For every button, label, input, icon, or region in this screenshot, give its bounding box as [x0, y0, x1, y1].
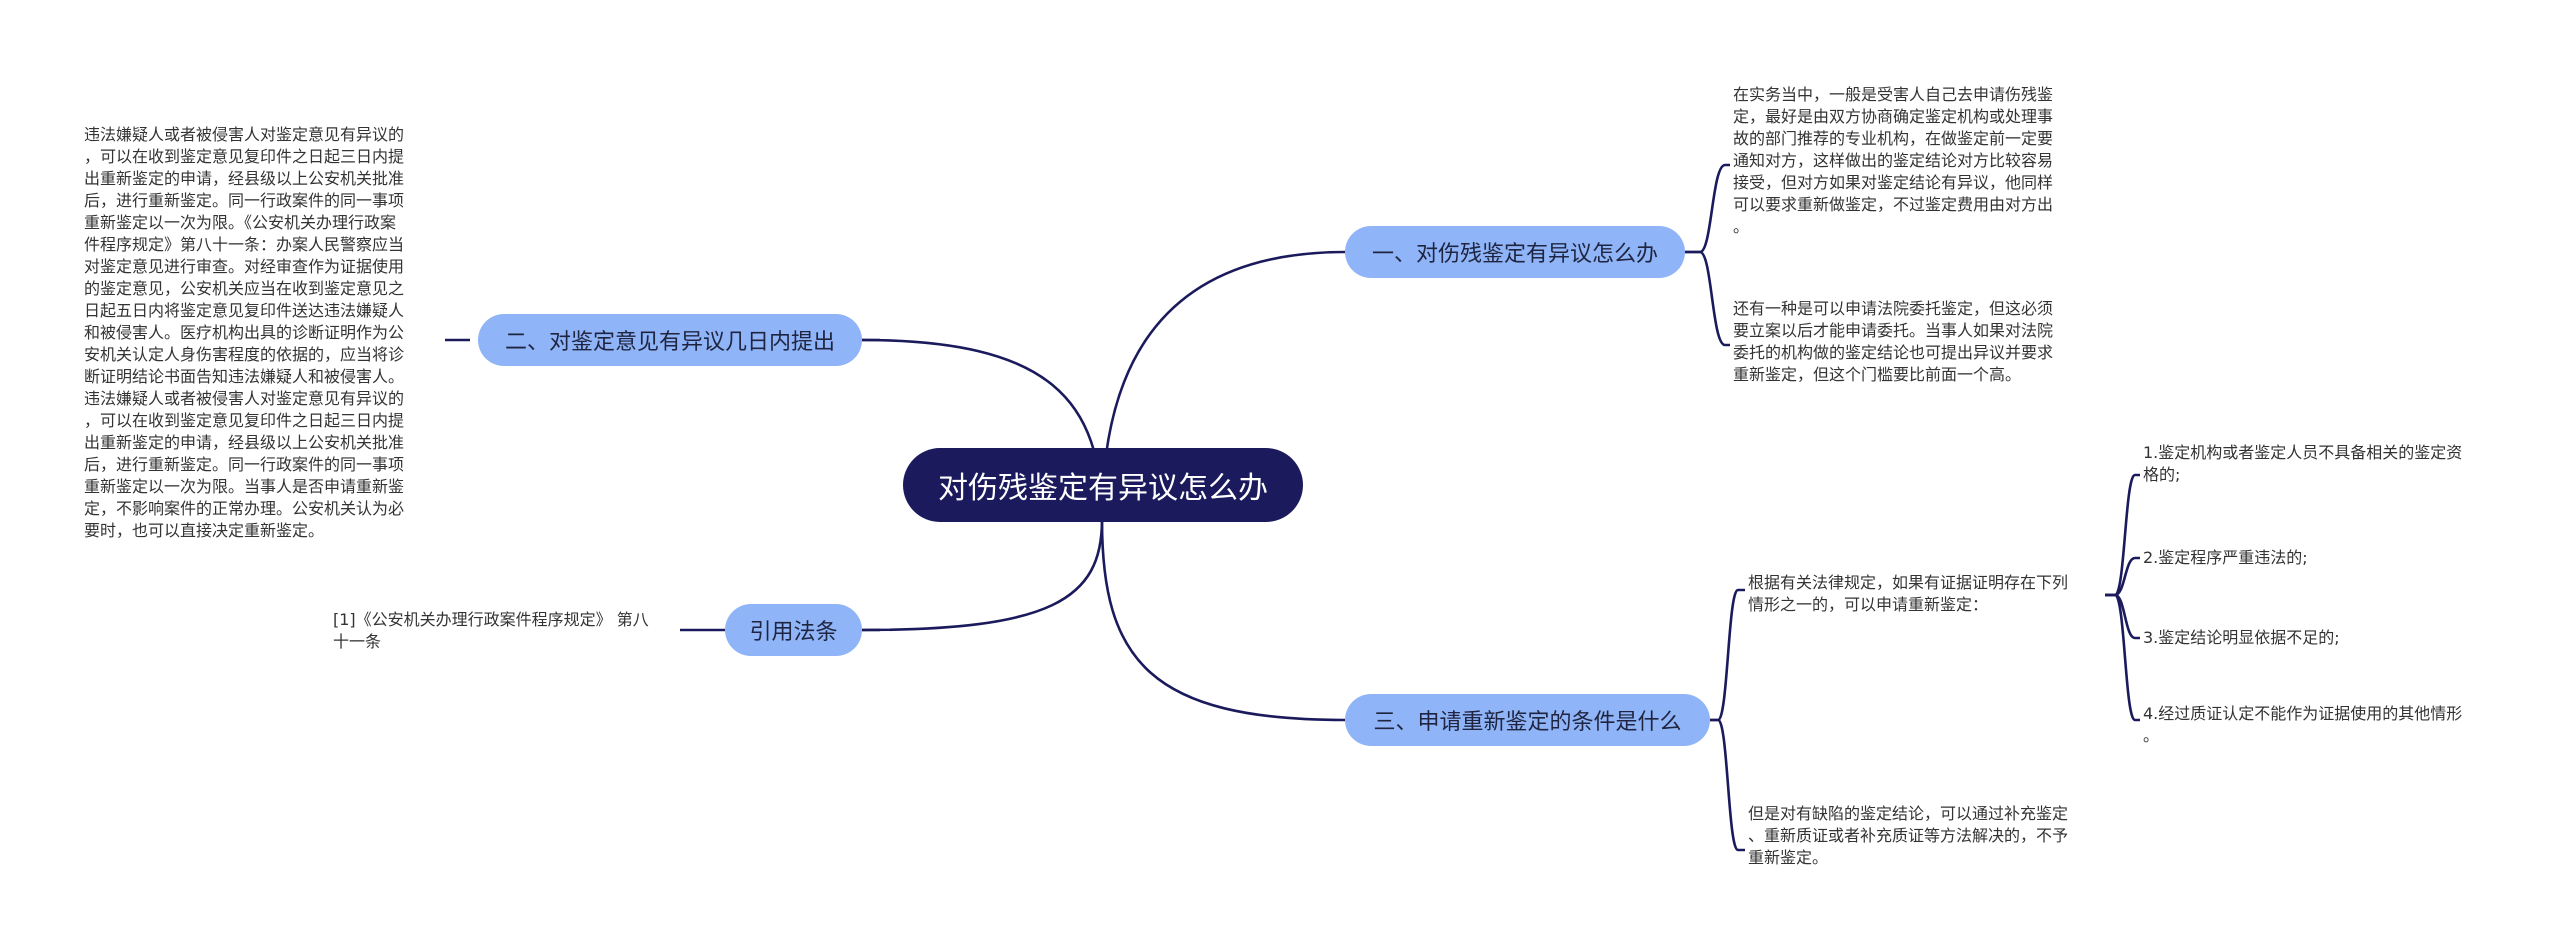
leaf-b3-conditions: 根据有关法律规定，如果有证据证明存在下列 情形之一的，可以申请重新鉴定：: [1748, 573, 2069, 614]
link-b1-leaf1: [1685, 163, 1730, 254]
leaf-sub-3: 3.鉴定结论明显依据不足的;: [2143, 628, 2340, 647]
leaf-b1-practice: 在实务当中，一般是受害人自己去申请伤残鉴 定，最好是由双方协商确定鉴定机构或处理…: [1733, 85, 2054, 236]
link-sub1: [2105, 473, 2140, 597]
branch-node-b2[interactable]: 二、对鉴定意见有异议几日内提出: [478, 314, 862, 366]
leaf-sub-2: 2.鉴定程序严重违法的;: [2143, 548, 2308, 567]
link-root-b3: [1100, 519, 1346, 722]
link-sub4: [2105, 593, 2140, 722]
root-node[interactable]: 对伤残鉴定有异议怎么办: [903, 448, 1303, 522]
link-b1-leaf2: [1685, 250, 1730, 347]
link-root-b4: [861, 519, 1104, 632]
link-b3-leaf1: [1710, 588, 1745, 722]
link-b3-leaf2: [1710, 718, 1745, 852]
leaf-b1-court: 还有一种是可以申请法院委托鉴定，但这必须 要立案以后才能申请委托。当事人如果对法…: [1733, 299, 2054, 384]
leaf-b3-exception: 但是对有缺陷的鉴定结论，可以通过补充鉴定 、重新质证或者补充质证等方法解决的，不…: [1748, 804, 2069, 867]
leaf-b2-detail: 违法嫌疑人或者被侵害人对鉴定意见有异议的 ，可以在收到鉴定意见复印件之日起三日内…: [84, 125, 405, 540]
branch-node-b4[interactable]: 引用法条: [725, 604, 862, 656]
leaf-b4-citation: [1]《公安机关办理行政案件程序规定》 第八 十一条: [333, 610, 649, 651]
leaf-sub-1: 1.鉴定机构或者鉴定人员不具备相关的鉴定资 格的;: [2143, 443, 2463, 484]
branch-node-b3[interactable]: 三、申请重新鉴定的条件是什么: [1345, 694, 1710, 746]
leaf-sub-4: 4.经过质证认定不能作为证据使用的其他情形 。: [2143, 704, 2463, 745]
branch-node-b1[interactable]: 一、对伤残鉴定有异议怎么办: [1345, 226, 1685, 278]
